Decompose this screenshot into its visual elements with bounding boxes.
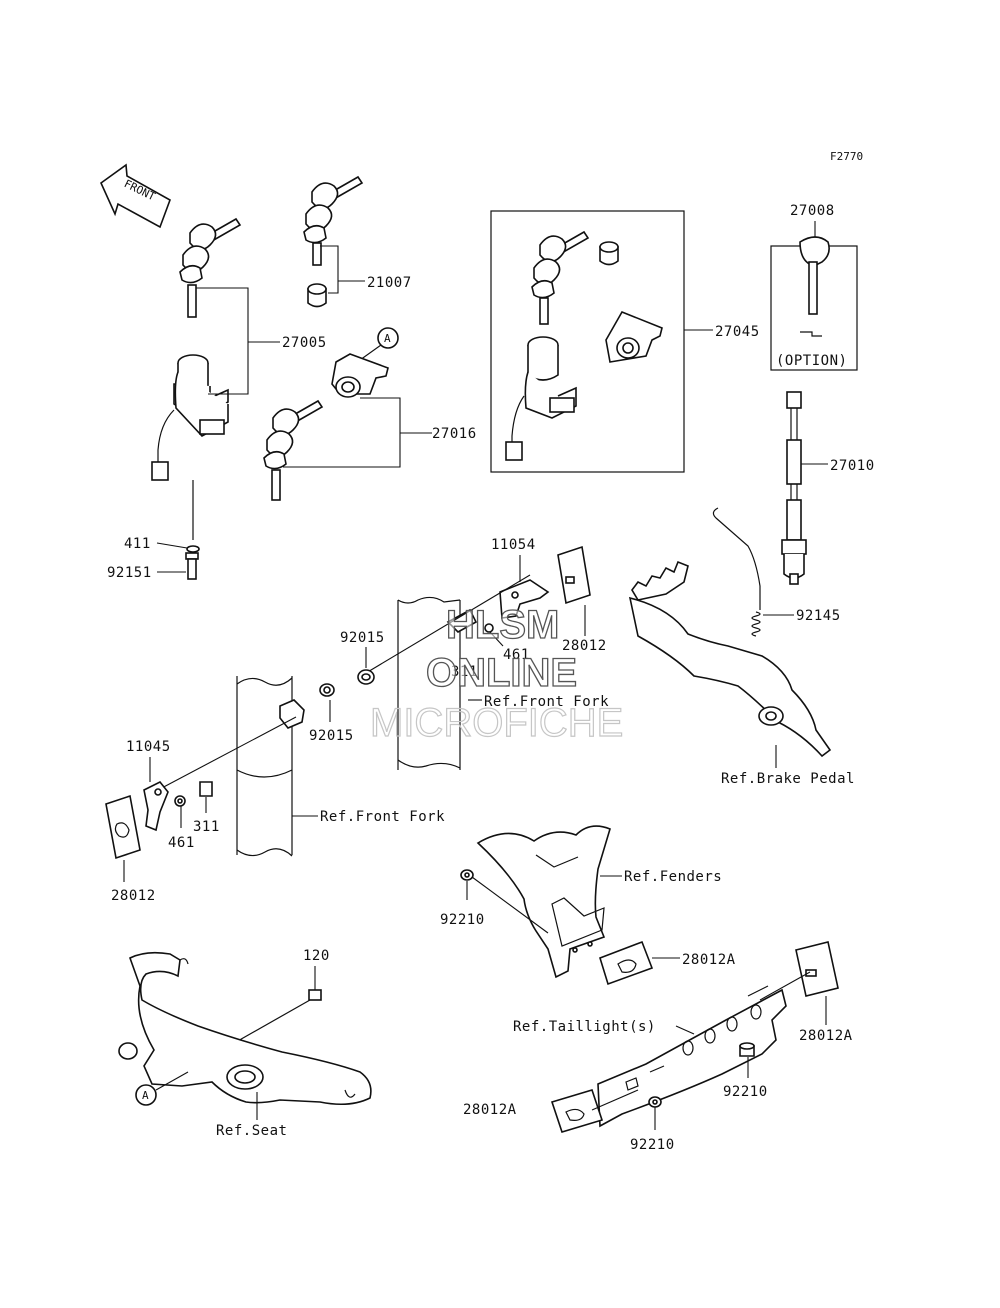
seat-lock-27016 bbox=[331, 353, 389, 398]
cap-27045 bbox=[599, 241, 619, 266]
label-ref-fenders: Ref.Fenders bbox=[624, 869, 722, 885]
reflector-28012-left bbox=[105, 794, 141, 860]
label-311-top: 311 bbox=[451, 664, 478, 680]
label-27045: 27045 bbox=[715, 324, 760, 340]
label-11054: 11054 bbox=[491, 537, 536, 553]
washer-461-left bbox=[174, 795, 186, 807]
label-92210-left: 92210 bbox=[440, 912, 485, 928]
screw-92151 bbox=[185, 552, 199, 580]
reflector-28012A-mid bbox=[599, 940, 654, 986]
reflector-28012A-right bbox=[795, 941, 839, 997]
ignition-key-upper bbox=[179, 217, 242, 318]
label-ref-front-fork-left: Ref.Front Fork bbox=[320, 809, 445, 825]
option-text: (OPTION) bbox=[776, 353, 847, 369]
reflector-bracket-11045 bbox=[143, 780, 169, 832]
reflector-28012A-bottom bbox=[550, 1089, 604, 1133]
seat-rail bbox=[118, 951, 372, 1106]
label-28012A-mid: 28012A bbox=[682, 952, 736, 968]
ignition-switch-body bbox=[151, 354, 229, 540]
watermark-line1: HLSM bbox=[446, 603, 559, 647]
label-311-left: 311 bbox=[193, 819, 220, 835]
callout-a-bottom-text: A bbox=[142, 1089, 149, 1102]
nut-311-left bbox=[199, 781, 213, 797]
label-28012A-right: 28012A bbox=[799, 1028, 853, 1044]
fork-boss bbox=[279, 699, 305, 729]
label-92145: 92145 bbox=[796, 608, 841, 624]
bolt-120 bbox=[235, 989, 322, 1043]
brake-pedal bbox=[628, 560, 832, 758]
fender-bracket bbox=[476, 825, 611, 979]
figure-code: F2770 bbox=[830, 150, 863, 163]
callout-a-top-text: A bbox=[384, 332, 391, 345]
nut-92210-right bbox=[739, 1042, 755, 1057]
label-27010: 27010 bbox=[830, 458, 875, 474]
label-ref-brake-pedal: Ref.Brake Pedal bbox=[721, 771, 855, 787]
label-92210-bottom: 92210 bbox=[630, 1137, 675, 1153]
label-ref-front-fork-top: Ref.Front Fork bbox=[484, 694, 609, 710]
reflector-bracket-11054 bbox=[446, 579, 550, 633]
set-27045-box bbox=[490, 210, 685, 473]
switch-27010 bbox=[781, 391, 807, 585]
washer-461-top bbox=[484, 623, 494, 633]
label-120: 120 bbox=[303, 948, 330, 964]
front-arrow-icon: FRONT bbox=[100, 163, 171, 229]
label-92210-right: 92210 bbox=[723, 1084, 768, 1100]
label-ref-taillight: Ref.Taillight(s) bbox=[513, 1019, 656, 1035]
nut-92210-bottom bbox=[648, 1096, 662, 1108]
nut-92015-top bbox=[357, 669, 375, 685]
label-411: 411 bbox=[124, 536, 151, 552]
spring-92145 bbox=[712, 507, 761, 637]
key-21007 bbox=[303, 175, 364, 308]
watermark-line2: ONLINE bbox=[426, 651, 577, 695]
option-key-27008 bbox=[799, 236, 830, 337]
callout-a-bottom bbox=[135, 1084, 157, 1106]
label-461-left: 461 bbox=[168, 835, 195, 851]
label-28012A-bottom: 28012A bbox=[463, 1102, 517, 1118]
watermark-line3: MICROFICHE bbox=[370, 701, 623, 745]
label-11045: 11045 bbox=[126, 739, 171, 755]
label-27016: 27016 bbox=[432, 426, 477, 442]
label-21007: 21007 bbox=[367, 275, 412, 291]
label-28012-top: 28012 bbox=[562, 638, 607, 654]
label-ref-seat: Ref.Seat bbox=[216, 1123, 287, 1139]
seat-lock-27045 bbox=[605, 310, 663, 363]
reflector-28012-top bbox=[557, 545, 591, 605]
callout-a-top bbox=[377, 327, 399, 349]
label-461-top: 461 bbox=[503, 647, 530, 663]
ignition-switch-27045 bbox=[505, 336, 577, 461]
taillight-bracket bbox=[597, 985, 787, 1128]
front-fork-left bbox=[236, 676, 293, 857]
label-92151: 92151 bbox=[107, 565, 152, 581]
nut-92210-left bbox=[460, 869, 474, 881]
washer-411 bbox=[186, 545, 200, 553]
label-92015-top: 92015 bbox=[340, 630, 385, 646]
nut-92015-mid bbox=[319, 683, 335, 697]
label-27005: 27005 bbox=[282, 335, 327, 351]
key-27045 bbox=[531, 230, 590, 325]
key-27016 bbox=[263, 399, 324, 501]
label-27008: 27008 bbox=[790, 203, 835, 219]
label-28012-left: 28012 bbox=[111, 888, 156, 904]
label-92015-mid: 92015 bbox=[309, 728, 354, 744]
